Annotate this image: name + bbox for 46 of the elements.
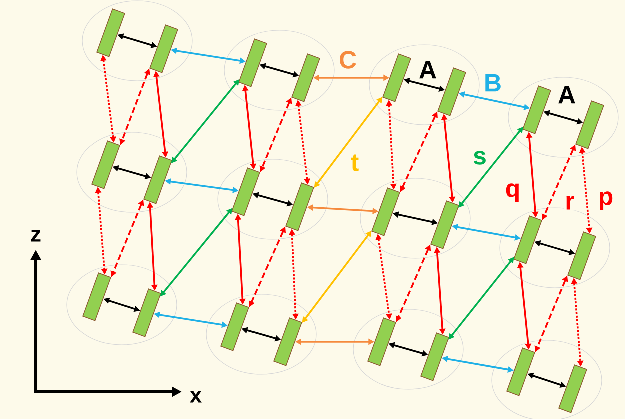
ellipse-outline bbox=[66, 264, 178, 346]
bar bbox=[150, 24, 178, 74]
bar bbox=[96, 8, 126, 58]
ellipse-outline bbox=[369, 44, 480, 126]
ellipse-outline bbox=[82, 0, 193, 82]
bar bbox=[82, 272, 112, 322]
edge-label: A bbox=[418, 60, 438, 80]
bar bbox=[438, 68, 466, 116]
edge-label: q bbox=[504, 182, 522, 204]
bar bbox=[558, 364, 588, 414]
edge-label: s bbox=[472, 150, 488, 166]
edge-label: C bbox=[338, 50, 358, 70]
bar bbox=[220, 302, 250, 352]
bar bbox=[372, 188, 400, 236]
ellipse-outline bbox=[218, 159, 328, 240]
bar bbox=[522, 86, 552, 134]
ellipse-outline bbox=[76, 132, 188, 213]
edge-label: p bbox=[597, 190, 615, 212]
bar bbox=[132, 288, 162, 338]
bar bbox=[92, 140, 120, 190]
ellipse-outline bbox=[360, 178, 471, 259]
bar bbox=[286, 182, 314, 232]
bar bbox=[420, 332, 450, 382]
edge-label: B bbox=[482, 73, 504, 93]
bar bbox=[382, 54, 412, 102]
bar bbox=[368, 318, 396, 366]
bar bbox=[238, 38, 268, 88]
bar bbox=[232, 168, 260, 216]
edge-label: t bbox=[350, 154, 360, 172]
edge-label: A bbox=[556, 85, 578, 105]
ellipse-outline bbox=[492, 340, 602, 419]
axis-label: x bbox=[190, 391, 202, 403]
ellipse-outline bbox=[224, 30, 335, 111]
edge-label: r bbox=[564, 195, 576, 211]
bar bbox=[292, 54, 320, 102]
bar bbox=[274, 318, 302, 366]
axis-label: z bbox=[31, 230, 41, 242]
bar bbox=[430, 200, 460, 250]
bar bbox=[514, 216, 542, 264]
ellipse-outline bbox=[206, 294, 317, 375]
bar bbox=[576, 100, 604, 150]
bar bbox=[144, 156, 172, 204]
ellipse-outline bbox=[508, 77, 619, 158]
bar bbox=[506, 348, 536, 396]
bar bbox=[568, 232, 596, 280]
ellipse-outline bbox=[353, 309, 464, 390]
